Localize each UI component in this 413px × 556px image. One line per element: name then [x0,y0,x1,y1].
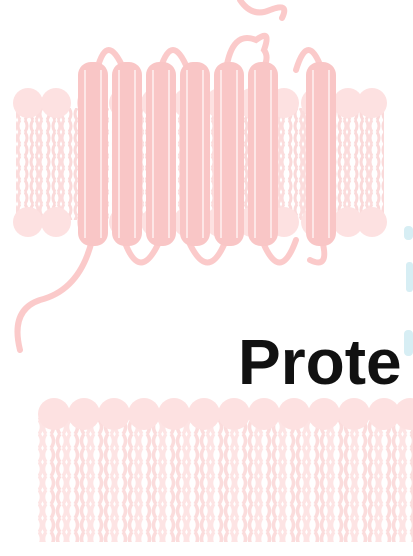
lower-bilayer [38,398,413,542]
lower-lipid-heads [38,398,413,430]
page-title: Prote [238,322,402,402]
edge-accent [404,226,413,356]
